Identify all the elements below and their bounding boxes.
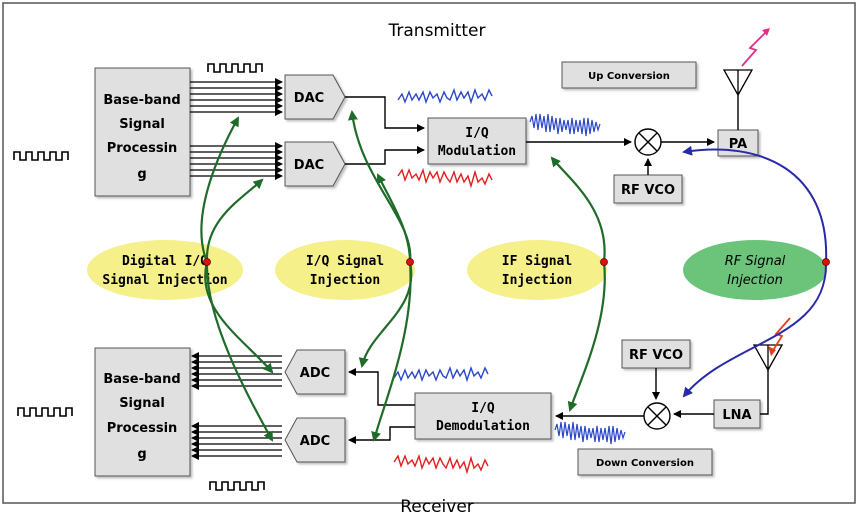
iq-demod-label-2: Demodulation <box>436 419 530 434</box>
tx-baseband-label-3: Processin <box>107 141 178 156</box>
iq-demod-label-1: I/Q <box>471 401 495 416</box>
rx-blue-waveform <box>393 365 489 383</box>
rf-vco-rx-label: RF VCO <box>629 348 683 363</box>
rx-if-burst <box>554 421 626 445</box>
rf-vco-rx-block: RF VCO <box>621 339 691 369</box>
rx-baseband-block: Base-band Signal Processin g <box>94 347 191 477</box>
tx-red-waveform <box>397 167 493 189</box>
rf-signal-injection-ellipse <box>683 240 827 300</box>
adc-block-bottom: ADC <box>284 417 346 463</box>
rx-mixer-icon <box>643 402 671 430</box>
down-conversion-label: Down Conversion <box>596 458 694 469</box>
digital-injection-label-1: Digital I/Q <box>122 254 208 269</box>
iq-signal-injection-ellipse <box>275 240 415 300</box>
demod-to-adc-wires <box>348 368 415 444</box>
iq-mod-label-1: I/Q <box>465 126 489 141</box>
pa-label: PA <box>729 137 747 152</box>
dac-block-bottom: DAC <box>284 141 346 187</box>
rx-baseband-label-1: Base-band <box>103 372 180 387</box>
iq-demodulation-block: I/Q Demodulation <box>414 392 552 440</box>
if-injection-label-2: Injection <box>502 273 572 288</box>
square-wave-icons <box>13 63 265 491</box>
adc-top-label: ADC <box>300 366 330 381</box>
rx-baseband-label-3: Processin <box>107 421 178 436</box>
dac-block-top: DAC <box>284 74 346 120</box>
rf-vco-tx-label: RF VCO <box>621 183 675 198</box>
lna-block: LNA <box>713 399 761 429</box>
lna-label: LNA <box>722 408 751 423</box>
blue-injection-arrows <box>682 145 828 398</box>
rf-injection-label-1: RF Signal <box>725 254 786 269</box>
tx-blue-waveform <box>397 87 493 105</box>
rx-baseband-label-4: g <box>137 447 146 462</box>
digital-injection-label-2: Signal Injection <box>102 273 227 288</box>
iq-injection-dot <box>406 258 414 266</box>
pa-block: PA <box>717 129 759 157</box>
dac-bottom-label: DAC <box>294 158 324 173</box>
if-injection-label-1: IF Signal <box>502 254 572 269</box>
tx-bus-lines <box>190 78 283 180</box>
rf-vco-tx-block: RF VCO <box>613 174 683 204</box>
dac-top-label: DAC <box>294 91 324 106</box>
iq-injection-label-2: Injection <box>310 273 380 288</box>
if-modulated-signals <box>529 113 626 445</box>
tx-baseband-label-1: Base-band <box>103 93 180 108</box>
tx-baseband-label-4: g <box>137 167 146 182</box>
up-conversion-label: Up Conversion <box>588 71 670 82</box>
green-injection-arrows <box>200 110 606 442</box>
if-injection-dot <box>600 258 608 266</box>
tx-input-square-wave-icon <box>13 151 69 161</box>
tx-rf-wires <box>526 95 739 175</box>
adc-bottom-label: ADC <box>300 434 330 449</box>
down-conversion-box: Down Conversion <box>577 448 713 476</box>
tx-bus-square-wave-icon <box>207 63 263 73</box>
receiver-title: Receiver <box>400 497 474 517</box>
adc-block-top: ADC <box>284 349 346 395</box>
transmitter-title: Transmitter <box>388 21 486 41</box>
tx-antenna-icon <box>722 28 770 97</box>
iq-modulation-block: I/Q Modulation <box>427 117 527 165</box>
injection-points <box>203 258 830 266</box>
up-conversion-box: Up Conversion <box>561 61 697 89</box>
tx-baseband-block: Base-band Signal Processin g <box>94 67 191 197</box>
rx-red-waveform <box>393 453 489 475</box>
rx-rf-wires <box>555 368 769 420</box>
rx-bus-square-wave-icon <box>209 481 265 491</box>
iq-mod-label-2: Modulation <box>438 144 516 159</box>
rx-output-square-wave-icon <box>17 407 73 417</box>
tx-baseband-label-2: Signal <box>119 117 165 132</box>
if-signal-injection-ellipse <box>467 240 607 300</box>
rx-baseband-label-2: Signal <box>119 396 165 411</box>
tx-if-burst <box>529 113 601 137</box>
rf-injection-dot <box>822 258 830 266</box>
tx-mixer-icon <box>634 128 662 156</box>
rx-antenna-icon <box>752 317 791 372</box>
analog-waveforms <box>393 87 493 475</box>
digital-injection-dot <box>203 258 211 266</box>
dac-to-mod-wires <box>345 96 425 165</box>
iq-injection-label-1: I/Q Signal <box>306 254 384 269</box>
rf-injection-label-2: Injection <box>727 273 783 288</box>
digital-iq-injection-ellipse <box>87 240 243 300</box>
